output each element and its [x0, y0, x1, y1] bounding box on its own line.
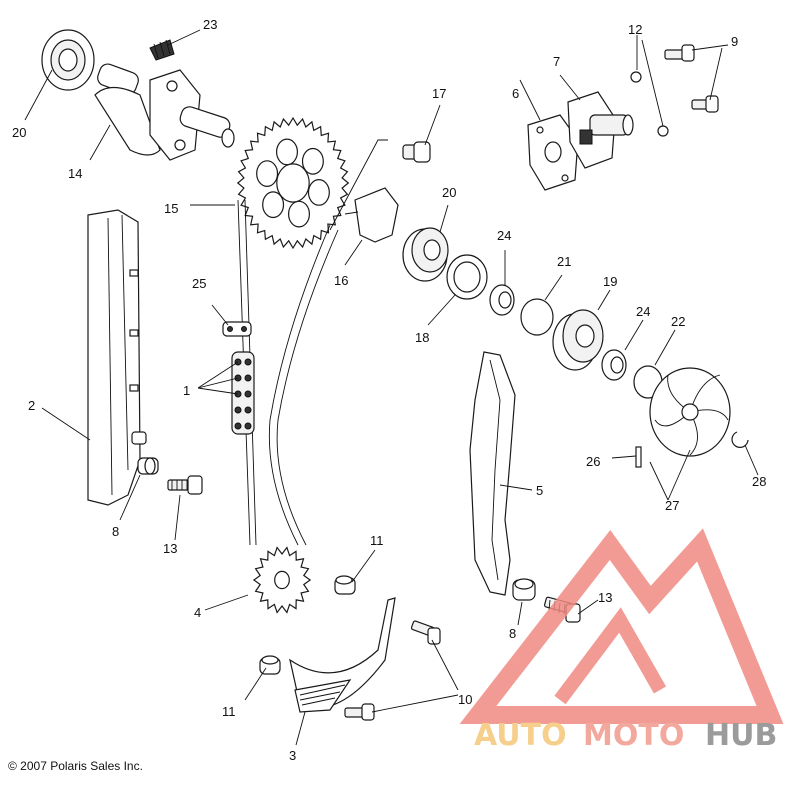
part-gasket-6 — [527, 114, 579, 191]
callout-1: 1 — [183, 383, 190, 398]
callout-24-b: 24 — [636, 304, 650, 319]
callout-5: 5 — [536, 483, 543, 498]
part-chain-guide-2 — [87, 209, 147, 506]
callout-10: 10 — [458, 692, 472, 707]
callout-3: 3 — [289, 748, 296, 763]
part-bushing-8-left — [137, 457, 159, 475]
part-bolt-9-a — [664, 44, 695, 62]
part-clip-28 — [731, 431, 749, 448]
callout-24-a: 24 — [497, 228, 511, 243]
callout-22: 21 — [557, 254, 571, 269]
part-shoe-16 — [344, 187, 399, 243]
part-bearing-20-top — [41, 29, 95, 91]
part-bushing-11-bottom — [259, 655, 281, 675]
part-spring-21 — [149, 39, 175, 61]
part-pulley-19 — [552, 309, 604, 371]
part-tensioner-guide-5 — [469, 351, 516, 596]
callout-13-left: 13 — [163, 541, 177, 556]
callout-9: 9 — [731, 34, 738, 49]
part-lower-guide-3 — [289, 597, 396, 713]
callout-21: 23 — [203, 17, 217, 32]
part-bolt-10-a — [410, 620, 441, 645]
callout-6: 6 — [512, 86, 519, 101]
part-bearing-24-b — [601, 349, 627, 381]
callout-27: 27 — [665, 498, 679, 513]
leader-lines — [24, 29, 759, 746]
callout-13-right: 13 — [598, 590, 612, 605]
watermark-text-moto: MOTO — [583, 718, 684, 753]
part-bolt-17 — [402, 141, 431, 163]
callout-26: 26 — [586, 454, 600, 469]
callout-12: 12 — [628, 22, 642, 37]
part-oring-22 — [520, 298, 554, 336]
copyright-text: © 2007 Polaris Sales Inc. — [8, 759, 143, 773]
part-bushing-8-right — [512, 578, 536, 601]
watermark-text-auto: AUTO — [474, 718, 567, 753]
callout-19: 19 — [603, 274, 617, 289]
callout-11-top: 11 — [370, 533, 384, 548]
callout-20-top: 20 — [12, 125, 26, 140]
part-bolt-9-b — [691, 95, 719, 113]
part-washer-12 — [630, 71, 669, 137]
callout-8-right: 8 — [509, 626, 516, 641]
callout-28: 28 — [752, 474, 766, 489]
callout-8-left: 8 — [112, 524, 119, 539]
part-chain-links-1 — [222, 321, 255, 435]
callout-7: 7 — [553, 54, 560, 69]
part-bolt-13-left — [167, 475, 203, 495]
callout-16: 16 — [334, 273, 348, 288]
callout-17: 17 — [432, 86, 446, 101]
callout-11-bottom: 11 — [222, 704, 236, 719]
callout-23: 22 — [671, 314, 685, 329]
part-bushing-11-top — [334, 575, 356, 595]
callout-2: 2 — [28, 398, 35, 413]
watermark-text-hub: HUB — [705, 718, 777, 753]
part-bearing-24-a — [489, 284, 515, 316]
callout-25: 25 — [192, 276, 206, 291]
part-sprocket-4 — [252, 546, 312, 614]
part-sprocket-15 — [236, 116, 350, 250]
part-pin-26 — [635, 446, 642, 468]
part-tensioner-7 — [567, 91, 634, 169]
callout-15: 15 — [164, 201, 178, 216]
callout-18: 18 — [415, 330, 429, 345]
watermark-logo: AUTO MOTO HUB — [459, 528, 784, 753]
part-bolt-10-b — [344, 703, 375, 721]
callout-14: 14 — [68, 166, 82, 181]
part-bearing-20-middle — [402, 227, 449, 282]
callout-20-middle: 20 — [442, 185, 456, 200]
callout-labels: 20 14 23 15 16 17 20 18 24 21 19 24 22 6… — [12, 17, 766, 763]
part-shaft-14 — [94, 63, 235, 161]
callout-4: 4 — [194, 605, 201, 620]
part-washer-18 — [446, 254, 488, 300]
part-impeller-27 — [649, 367, 731, 457]
